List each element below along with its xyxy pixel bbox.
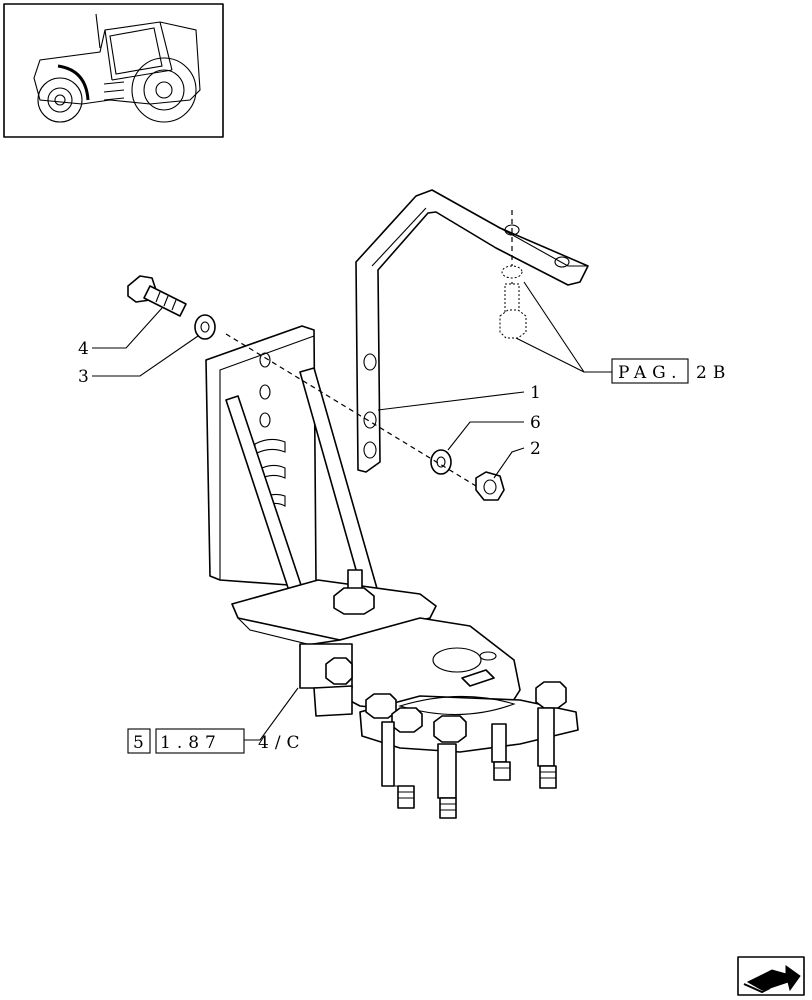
swivel-hub (299, 617, 579, 819)
washer-part-6 (430, 449, 452, 475)
pag-box-text: PAG. (618, 363, 683, 383)
ref-suffix-text: 4/C (258, 733, 306, 753)
callout-6: 6 (530, 413, 541, 433)
callout-3: 3 (78, 367, 89, 387)
callout-2: 2 (530, 439, 541, 459)
pag-suffix-text: 2B (696, 363, 731, 383)
ref-prefix-text: 5 (133, 733, 150, 753)
callout-1: 1 (530, 383, 541, 403)
hidden-bolt-ref (499, 210, 527, 339)
callout-leaders (92, 281, 612, 741)
bracket-arm-part-1 (355, 189, 589, 473)
callout-4: 4 (78, 339, 89, 359)
nut-part-2 (475, 471, 505, 501)
page-reference-5-1-87[interactable]: 5 1.87 4/C (127, 728, 306, 754)
next-page-arrow-icon[interactable] (737, 956, 805, 996)
assembly-axis-line (225, 333, 477, 487)
ref-main-text: 1.87 (160, 733, 222, 753)
page-reference-pag-2b[interactable]: PAG. 2B (611, 358, 731, 384)
tractor-thumbnail-icon (3, 3, 224, 138)
mounting-plate (205, 325, 437, 653)
washer-part-3 (194, 314, 216, 340)
bolt-part-4 (127, 275, 187, 317)
